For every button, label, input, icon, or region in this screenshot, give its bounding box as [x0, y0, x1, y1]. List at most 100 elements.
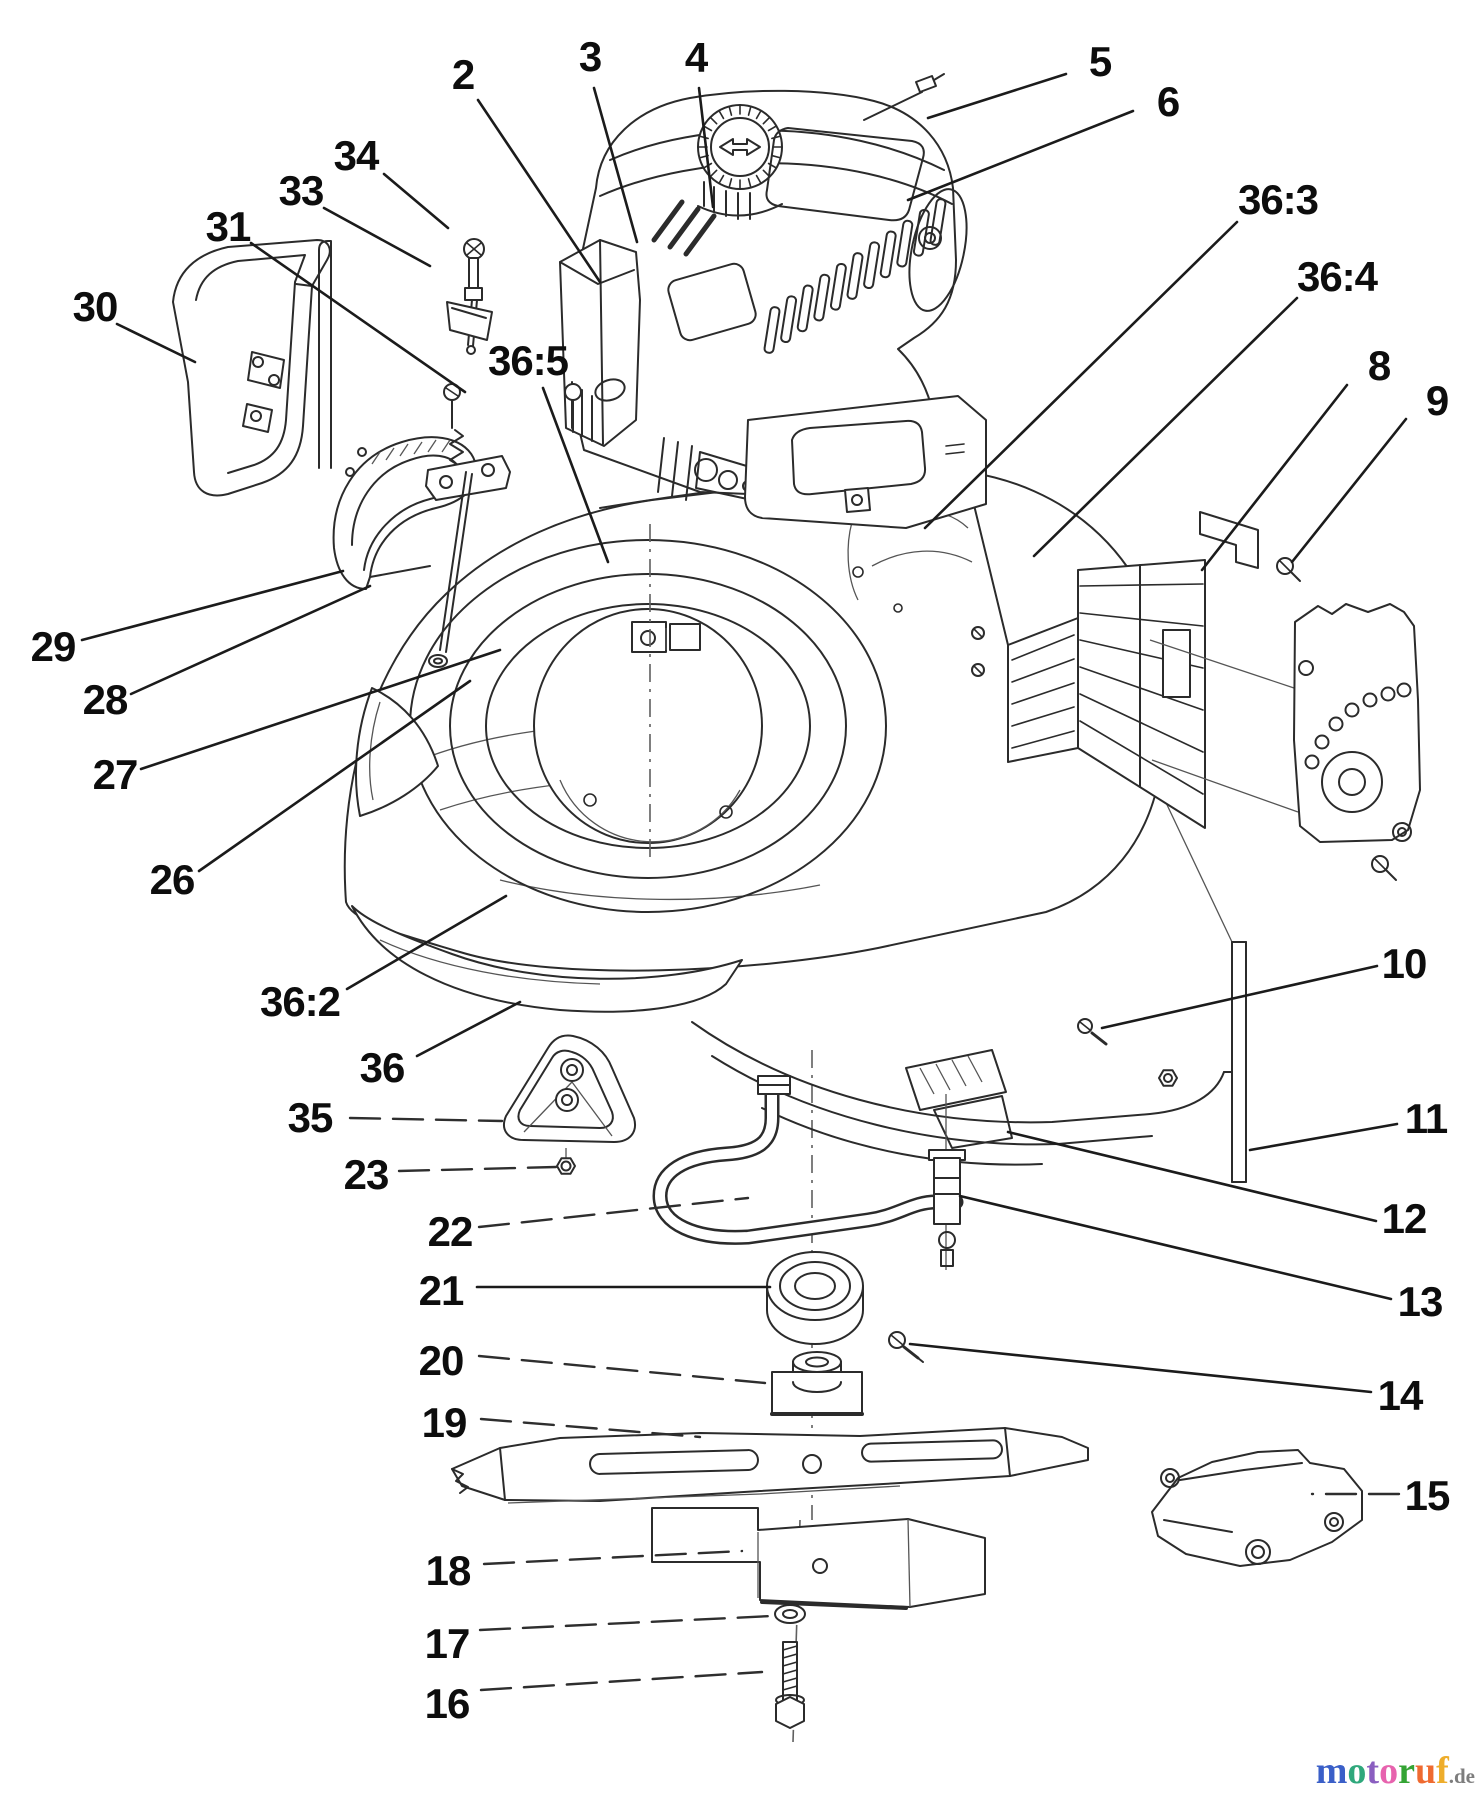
logo-letter: t	[1366, 1750, 1380, 1792]
callout-5: 5	[1088, 38, 1112, 85]
engine-label-patch	[667, 262, 757, 342]
logo-letter: r	[1398, 1750, 1415, 1792]
hairpin-wire	[318, 240, 332, 469]
leader-2	[476, 98, 602, 284]
part-pin-13	[928, 1094, 966, 1270]
callout-8: 8	[1367, 342, 1391, 389]
leader-23	[397, 1165, 558, 1173]
leader-18	[482, 1549, 744, 1566]
leader-22	[477, 1196, 750, 1229]
callout-15: 15	[1404, 1472, 1451, 1519]
logo-letter: u	[1414, 1750, 1437, 1792]
part-dipstick-clip	[446, 238, 493, 355]
leader-9	[1290, 417, 1408, 564]
callout-26: 26	[149, 856, 196, 903]
part-triangle-cover-35	[503, 1034, 636, 1175]
part-side-cover-30	[172, 239, 331, 497]
part-discharge-grate	[1007, 511, 1301, 829]
part-screw-14	[888, 1331, 924, 1363]
leader-36-3	[923, 220, 1239, 530]
leader-31	[249, 241, 467, 394]
callout-18: 18	[425, 1547, 472, 1594]
callout-22: 22	[427, 1208, 474, 1255]
leader-26	[197, 679, 472, 873]
part-handle-cover	[332, 436, 478, 590]
callout-4: 4	[684, 34, 708, 81]
logo-letter: m	[1315, 1750, 1348, 1792]
part-control-linkage	[425, 383, 582, 668]
part-mulch-plate-18	[651, 1507, 986, 1610]
leader-10	[1100, 964, 1379, 1030]
deck-front-bumper	[351, 687, 743, 1013]
callout-27: 27	[92, 751, 139, 798]
callout-11: 11	[1404, 1095, 1448, 1142]
leader-13	[958, 1194, 1393, 1301]
leader-5	[926, 72, 1068, 120]
callout-35: 35	[287, 1094, 334, 1141]
leader-29	[80, 569, 345, 642]
chute-flange	[1199, 511, 1259, 569]
callout-13: 13	[1397, 1278, 1444, 1325]
leader-19	[479, 1417, 702, 1439]
callout-36: 36	[359, 1044, 406, 1091]
leader-36	[415, 1000, 522, 1058]
callout-30: 30	[72, 283, 119, 330]
leader-14	[908, 1342, 1373, 1394]
engine-louvers	[763, 198, 947, 354]
leader-16	[479, 1670, 764, 1692]
leader-28	[129, 584, 372, 696]
leader-36-5	[541, 386, 610, 564]
callout-3: 3	[578, 33, 602, 80]
logo-suffix: .de	[1448, 1764, 1475, 1788]
leader-12	[1006, 1130, 1378, 1223]
callout-6: 6	[1156, 78, 1180, 125]
leader-33	[322, 206, 432, 268]
leader-11	[1248, 1122, 1399, 1152]
washer-26	[428, 654, 448, 668]
callout-19: 19	[421, 1399, 468, 1446]
callout-31: 31	[205, 203, 252, 250]
leader-20	[477, 1354, 767, 1385]
callout-10: 10	[1381, 940, 1428, 987]
logo-letter: f	[1436, 1750, 1449, 1792]
part-engine	[559, 73, 987, 529]
callout-21: 21	[418, 1267, 465, 1314]
callout-36-3: 36:3	[1237, 176, 1319, 223]
part-bolt-16	[775, 1641, 805, 1729]
part-bracket-15	[1151, 1449, 1363, 1567]
callout-23: 23	[343, 1151, 390, 1198]
leader-35	[348, 1116, 504, 1123]
leader-3	[592, 86, 639, 244]
callout-28: 28	[82, 676, 129, 723]
callout-9: 9	[1425, 377, 1449, 424]
part-adjuster-plate	[1149, 603, 1421, 881]
callout-36-4: 36:4	[1296, 253, 1378, 300]
nut-11	[1158, 1069, 1178, 1087]
part-bearing-21	[766, 1251, 864, 1345]
callout-16: 16	[424, 1680, 471, 1727]
leader-30	[115, 322, 197, 364]
callout-36-2: 36:2	[259, 978, 341, 1025]
nut-23	[556, 1157, 576, 1175]
leader-4	[697, 86, 715, 209]
callout-36-5: 36:5	[487, 337, 569, 384]
callout-34: 34	[333, 132, 380, 179]
callout-17: 17	[424, 1620, 471, 1667]
part-spacer-20	[770, 1351, 864, 1416]
part-washer-17	[774, 1604, 806, 1624]
part-z-bar-22	[652, 1075, 964, 1245]
leader-6	[906, 109, 1135, 202]
logo-word: motoruf	[1316, 1750, 1449, 1792]
motoruf-logo[interactable]: motoruf.de	[1316, 1752, 1475, 1790]
callout-12: 12	[1381, 1195, 1428, 1242]
leader-36-4	[1032, 296, 1299, 558]
leader-34	[382, 172, 450, 230]
logo-letter: o	[1379, 1750, 1399, 1792]
leader-36-2	[345, 894, 508, 991]
part-blade-19	[451, 1427, 1089, 1504]
callout-20: 20	[418, 1337, 465, 1384]
callout-29: 29	[30, 623, 77, 670]
fuel-cap-icon	[697, 104, 783, 220]
